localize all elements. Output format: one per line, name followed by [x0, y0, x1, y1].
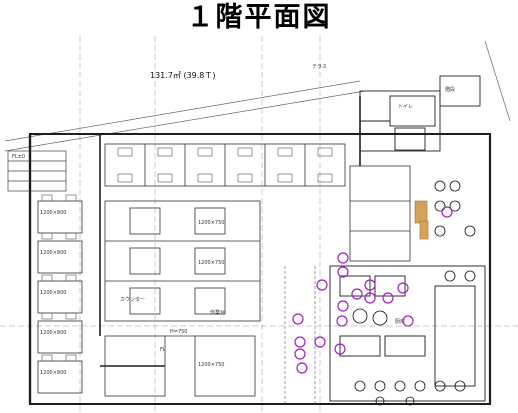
construction-gridlines	[0, 36, 518, 413]
central-dining-area	[104, 200, 261, 322]
floor-plan-drawing: FL±0 1200×800 1200×800 1200×800 1200×800…	[0, 36, 518, 413]
work-table-label: 作業台	[210, 309, 225, 316]
left-dining-tables	[37, 200, 83, 394]
right-booth-area	[349, 165, 411, 262]
table-size-label: 1200×800	[40, 250, 66, 256]
bottom-wall	[30, 365, 490, 405]
duct-accent	[414, 200, 429, 240]
hw-label: H=750	[170, 329, 188, 335]
table-size-label: 1200×750	[198, 220, 224, 226]
plan-title: １階平面図	[186, 2, 332, 33]
kitchen-equipment	[352, 180, 476, 406]
left-dining-chairs	[41, 194, 77, 362]
left-strip	[7, 150, 67, 192]
corridor-lines	[284, 266, 316, 406]
table-size-label: 1200×800	[40, 370, 66, 376]
area-label: 131.7㎡ (39.8Ｔ)	[150, 71, 216, 80]
service-block	[359, 75, 481, 152]
table-size-label: 1200×750	[198, 260, 224, 266]
kitchen-label: 厨房	[395, 318, 405, 325]
left-note: FL±0	[12, 154, 25, 160]
table-size-label: 1200×800	[40, 210, 66, 216]
counter-label: カウンター	[120, 296, 145, 303]
table-size-label: 1200×750	[198, 362, 224, 368]
fl-label: FL	[160, 347, 166, 353]
top-booth-row	[104, 143, 346, 187]
table-size-label: 1200×800	[40, 330, 66, 336]
top-booth-chairs	[117, 147, 333, 183]
terrace-label: テラス	[312, 64, 327, 70]
table-size-label: 1200×800	[40, 290, 66, 296]
stair-label: 階段	[445, 86, 455, 93]
property-boundary-lines	[4, 40, 511, 152]
toilet-label: トイレ	[398, 104, 413, 110]
